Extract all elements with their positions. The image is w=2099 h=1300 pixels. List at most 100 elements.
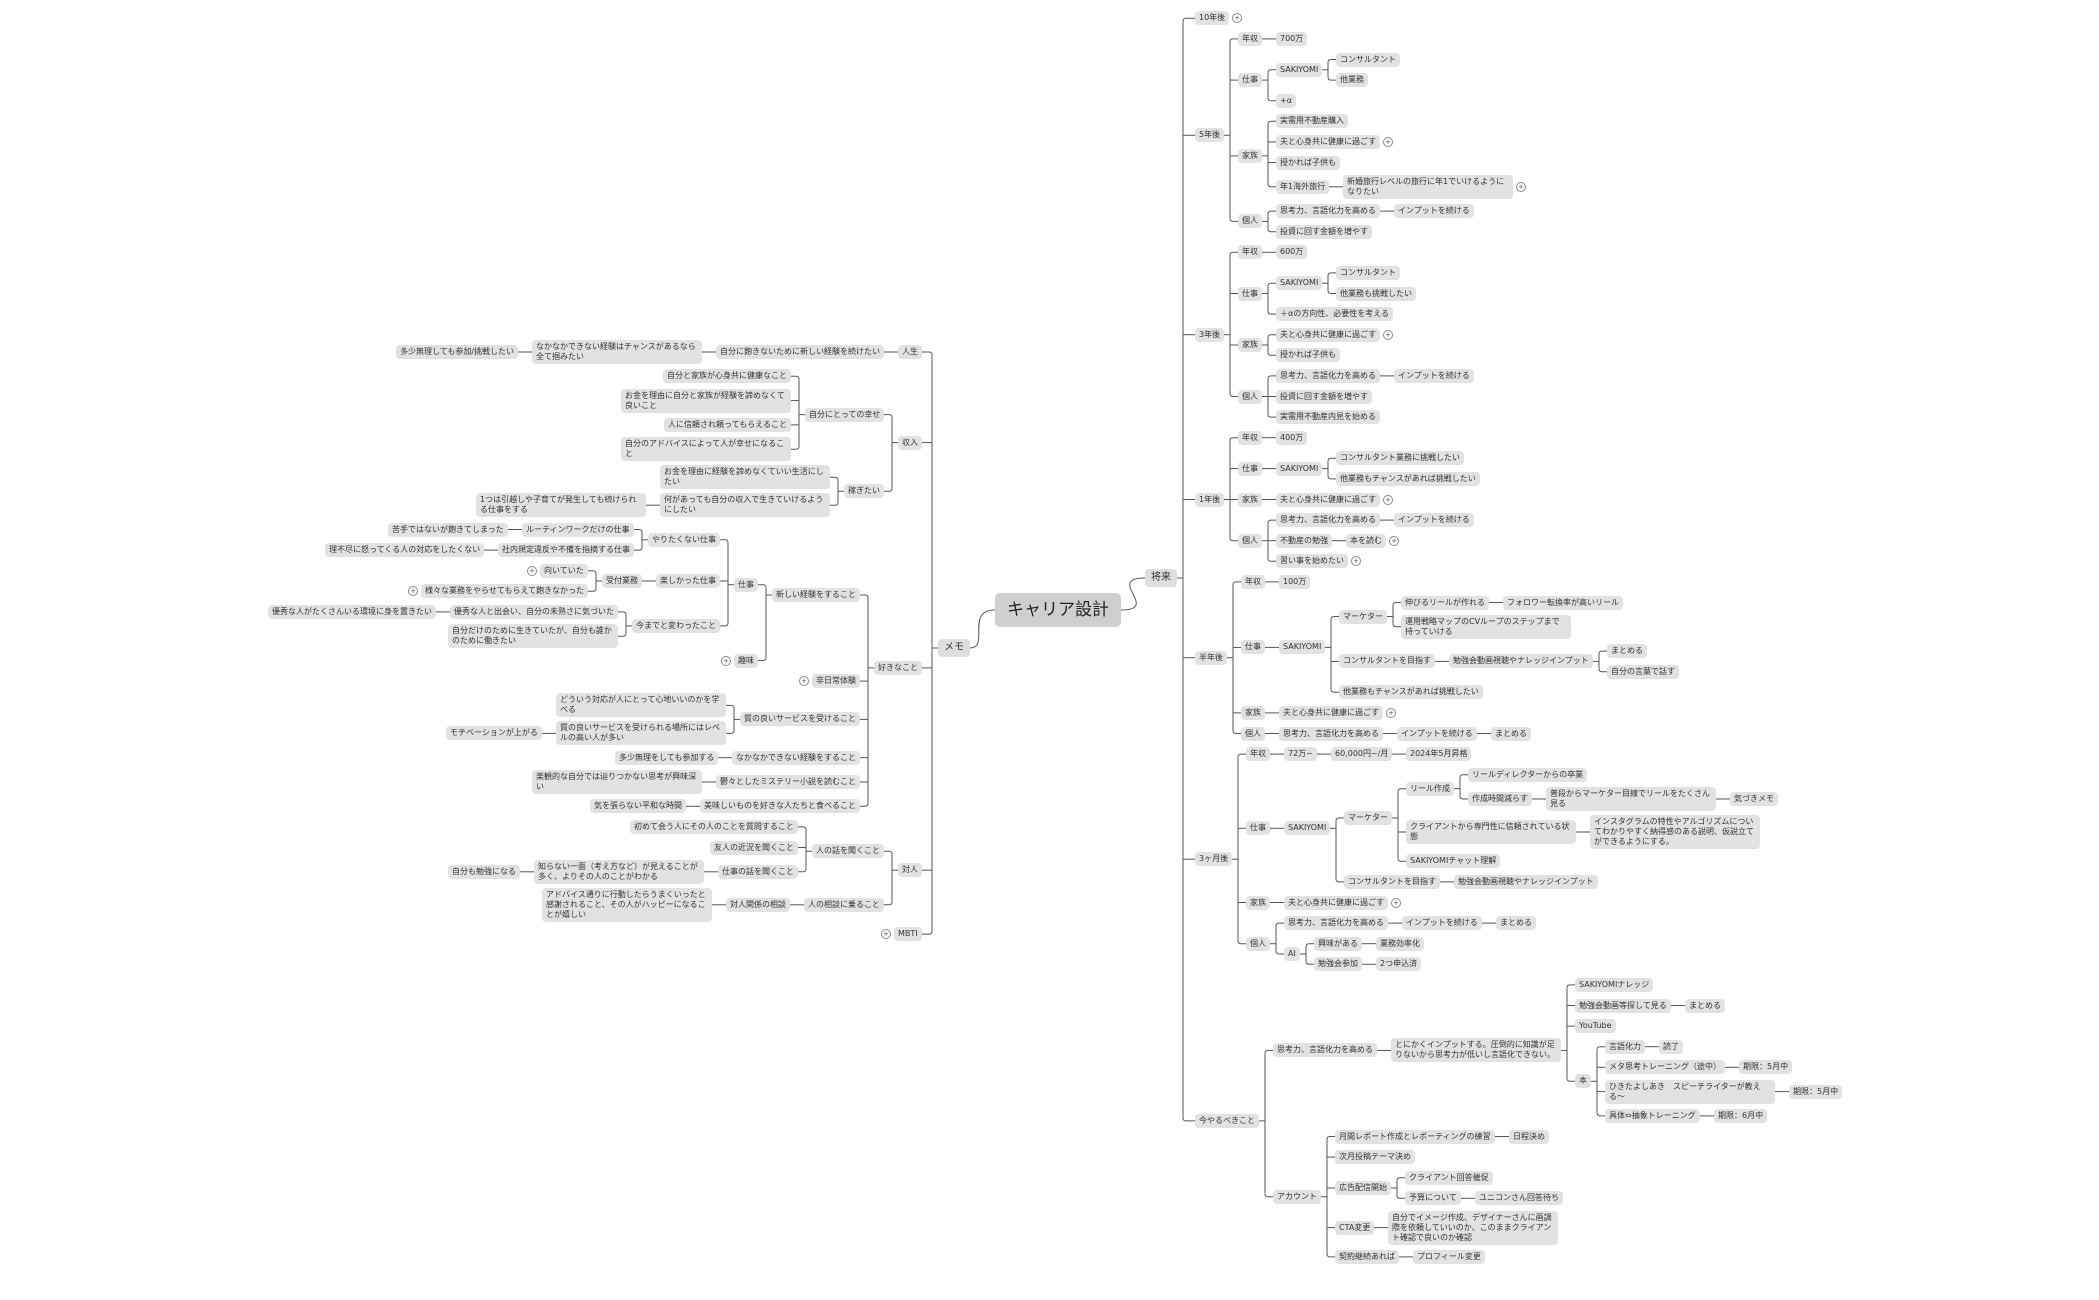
collapse-toggle-icon[interactable]: + — [527, 565, 537, 576]
topic-node[interactable]: なかなかできない経験をすること — [732, 750, 860, 765]
topic-node[interactable]: 投資に回す金額を増やす — [1276, 389, 1372, 404]
topic-node[interactable]: 自分にとっての幸せ — [805, 407, 885, 422]
topic-node[interactable]: 思考力、言語化力を高める — [1276, 513, 1380, 528]
topic-node[interactable]: メタ思考トレーニング（途中） — [1605, 1060, 1725, 1075]
topic-node[interactable]: 質の良いサービスを受けること — [740, 712, 860, 727]
topic-node[interactable]: SAKIYOMI — [1284, 821, 1331, 836]
topic-node[interactable]: 気づきメモ — [1730, 792, 1778, 806]
topic-node[interactable]: 作成時間減らす — [1468, 792, 1532, 806]
topic-node[interactable]: 投資に回す金額を増やす — [1276, 224, 1372, 239]
topic-node[interactable]: インプットを続ける — [1394, 513, 1474, 528]
topic-node[interactable]: 趣味 — [734, 653, 758, 668]
collapse-toggle-icon[interactable]: + — [799, 676, 809, 687]
topic-node[interactable]: 普段からマーケター目線でリールをたくさん見る — [1546, 787, 1716, 811]
topic-node[interactable]: 他業務もチャンスがあれば挑戦したい — [1339, 685, 1483, 700]
topic-node[interactable]: 質の良いサービスを受けられる場所にはレベルの高い人が多い — [556, 721, 726, 746]
topic-node[interactable]: 非日常体験 — [812, 674, 860, 689]
topic-node[interactable]: 夫と心身共に健康に過ごす — [1276, 327, 1381, 342]
topic-node[interactable]: 400万 — [1276, 430, 1308, 445]
topic-node[interactable]: 100万 — [1279, 574, 1311, 589]
topic-node[interactable]: 運用戦略マップのCVループのステップまで持っていける — [1401, 614, 1571, 639]
topic-node[interactable]: 自分だけのために生きていたが、自分も誰かのために働きたい — [448, 624, 618, 649]
topic-node[interactable]: 授かれば子供も — [1276, 155, 1340, 170]
topic-node[interactable]: 思考力、言語化力を高める — [1279, 726, 1383, 741]
topic-node[interactable]: 何があっても自分の収入で生きていけるようにしたい — [660, 493, 830, 518]
topic-node[interactable]: 自分も勉強になる — [448, 864, 520, 879]
topic-node[interactable]: インプットを続ける — [1397, 726, 1477, 741]
topic-node[interactable]: 夫と心身共に健康に過ごす — [1279, 705, 1384, 720]
topic-node[interactable]: 夫と心身共に健康に過ごす — [1276, 134, 1381, 149]
topic-node[interactable]: 気を張らない平和な時間 — [590, 799, 686, 814]
topic-node[interactable]: SAKIYOMI — [1276, 276, 1323, 291]
topic-node[interactable]: 勉強会動画視聴やナレッジインプット — [1449, 654, 1593, 669]
topic-node[interactable]: 夫と心身共に健康に過ごす — [1284, 895, 1389, 910]
topic-node[interactable]: 優秀な人と出会い、自分の未熟さに気づいた — [450, 604, 618, 619]
topic-node[interactable]: 受付業務 — [602, 574, 642, 588]
topic-node[interactable]: 社内規定違反や不備を指摘する仕事 — [498, 543, 634, 558]
collapse-toggle-icon[interactable]: + — [408, 586, 418, 597]
topic-node[interactable]: 不動産の勉強 — [1276, 533, 1332, 548]
topic-node[interactable]: MBTI — [894, 927, 922, 942]
topic-node[interactable]: 仕事 — [1238, 73, 1262, 88]
topic-node[interactable]: インプットを続ける — [1394, 204, 1474, 219]
topic-node[interactable]: 72万~ — [1284, 747, 1317, 762]
topic-node[interactable]: 勉強会動画等探して見る — [1575, 998, 1671, 1013]
topic-node[interactable]: 他業務 — [1336, 73, 1368, 88]
topic-node[interactable]: 仕事 — [734, 577, 758, 592]
topic-node[interactable]: クライアント回答催促 — [1405, 1170, 1493, 1185]
topic-node[interactable]: 他業務もチャンスがあれば挑戦したい — [1336, 471, 1480, 486]
topic-node[interactable]: 2つ申込済 — [1376, 957, 1422, 972]
topic-node[interactable]: お金を理由に自分と家族が経験を諦めなくて良いこと — [621, 388, 791, 413]
topic-node[interactable]: 日程決め — [1509, 1129, 1549, 1144]
topic-node[interactable]: 月間レポート作成とレポーティングの練習 — [1335, 1129, 1495, 1144]
collapse-toggle-icon[interactable]: + — [1383, 136, 1393, 147]
topic-node[interactable]: 2024年5月昇格 — [1406, 747, 1472, 762]
topic-node[interactable]: 好きなこと — [874, 660, 922, 675]
topic-node[interactable]: 対人 — [898, 863, 922, 878]
topic-node[interactable]: 今までと変わったこと — [632, 618, 720, 633]
topic-node[interactable]: 個人 — [1238, 533, 1262, 548]
topic-node[interactable]: 優秀な人がたくさんいる環境に身を置きたい — [268, 604, 436, 619]
topic-node[interactable]: 新しい経験をすること — [772, 588, 860, 602]
topic-node[interactable]: 対人関係の相談 — [726, 897, 790, 912]
topic-node[interactable]: アドバイス通りに行動したらうまくいったと感謝されること、その人がハッピーになるこ… — [542, 887, 712, 922]
topic-node[interactable]: 年1海外旅行 — [1276, 179, 1330, 194]
topic-node[interactable]: フォロワー転換率が高いリール — [1503, 595, 1623, 610]
topic-node[interactable]: 実需用不動産購入 — [1276, 114, 1348, 129]
topic-node[interactable]: 家族 — [1238, 492, 1262, 507]
topic-node[interactable]: 伸びるリールが作れる — [1401, 595, 1489, 610]
topic-node[interactable]: 家族 — [1238, 338, 1262, 352]
topic-node[interactable]: 自分と家族が心身共に健康なこと — [663, 369, 791, 384]
topic-node[interactable]: リール作成 — [1406, 781, 1454, 796]
topic-node[interactable]: 期限：6月中 — [1714, 1108, 1768, 1123]
topic-node[interactable]: 年収 — [1246, 747, 1270, 762]
topic-node[interactable]: 思考力、言語化力を高める — [1276, 204, 1380, 219]
topic-node[interactable]: SAKIYOMI — [1279, 640, 1326, 655]
topic-node[interactable]: インプットを続ける — [1402, 916, 1482, 931]
branch-node[interactable]: 将来 — [1145, 569, 1177, 587]
topic-node[interactable]: 多少無理しても参加/挑戦したい — [396, 345, 519, 359]
topic-node[interactable]: 向いていた — [540, 563, 588, 578]
topic-node[interactable]: 興味がある — [1314, 936, 1362, 951]
topic-node[interactable]: アカウント — [1273, 1189, 1321, 1204]
topic-node[interactable]: 家族 — [1238, 148, 1262, 163]
topic-node[interactable]: なかなかできない経験はチャンスがあるなら全て掴みたい — [532, 340, 702, 364]
topic-node[interactable]: まとめる — [1607, 644, 1647, 659]
topic-node[interactable]: 友人の近況を聞くこと — [710, 840, 798, 855]
topic-node[interactable]: ＋αの方向性、必要性を考える — [1276, 307, 1394, 322]
topic-node[interactable]: 思考力、言語化力を高める — [1276, 368, 1380, 383]
collapse-toggle-icon[interactable]: + — [1383, 329, 1393, 340]
topic-node[interactable]: 鬱々としたミステリー小説を読むこと — [716, 775, 860, 789]
topic-node[interactable]: 苦手ではないが飽きてしまった — [388, 522, 508, 537]
topic-node[interactable]: 具体⇔抽象トレーニング — [1605, 1108, 1700, 1123]
topic-node[interactable]: とにかくインプットする。圧倒的に知識が足りないから思考力が低いし言語化できない。 — [1391, 1038, 1561, 1063]
topic-node[interactable]: 実需用不動産内見を始める — [1276, 410, 1380, 425]
topic-node[interactable]: 人の相談に乗ること — [804, 897, 884, 912]
topic-node[interactable]: やりたくない仕事 — [648, 532, 720, 547]
topic-node[interactable]: インスタグラムの特性やアルゴリズムについてわかりやすく納得感のある説明、仮説立て… — [1590, 815, 1760, 849]
topic-node[interactable]: クライアントから専門性に信頼されている状態 — [1406, 820, 1576, 844]
topic-node[interactable]: 契約継続あれば — [1335, 1249, 1399, 1264]
topic-node[interactable]: 600万 — [1276, 245, 1308, 260]
topic-node[interactable]: 新婚旅行レベルの旅行に年1でいけるようになりたい — [1343, 174, 1513, 199]
topic-node[interactable]: 楽観的な自分では辿りつかない思考が興味深い — [532, 770, 702, 794]
